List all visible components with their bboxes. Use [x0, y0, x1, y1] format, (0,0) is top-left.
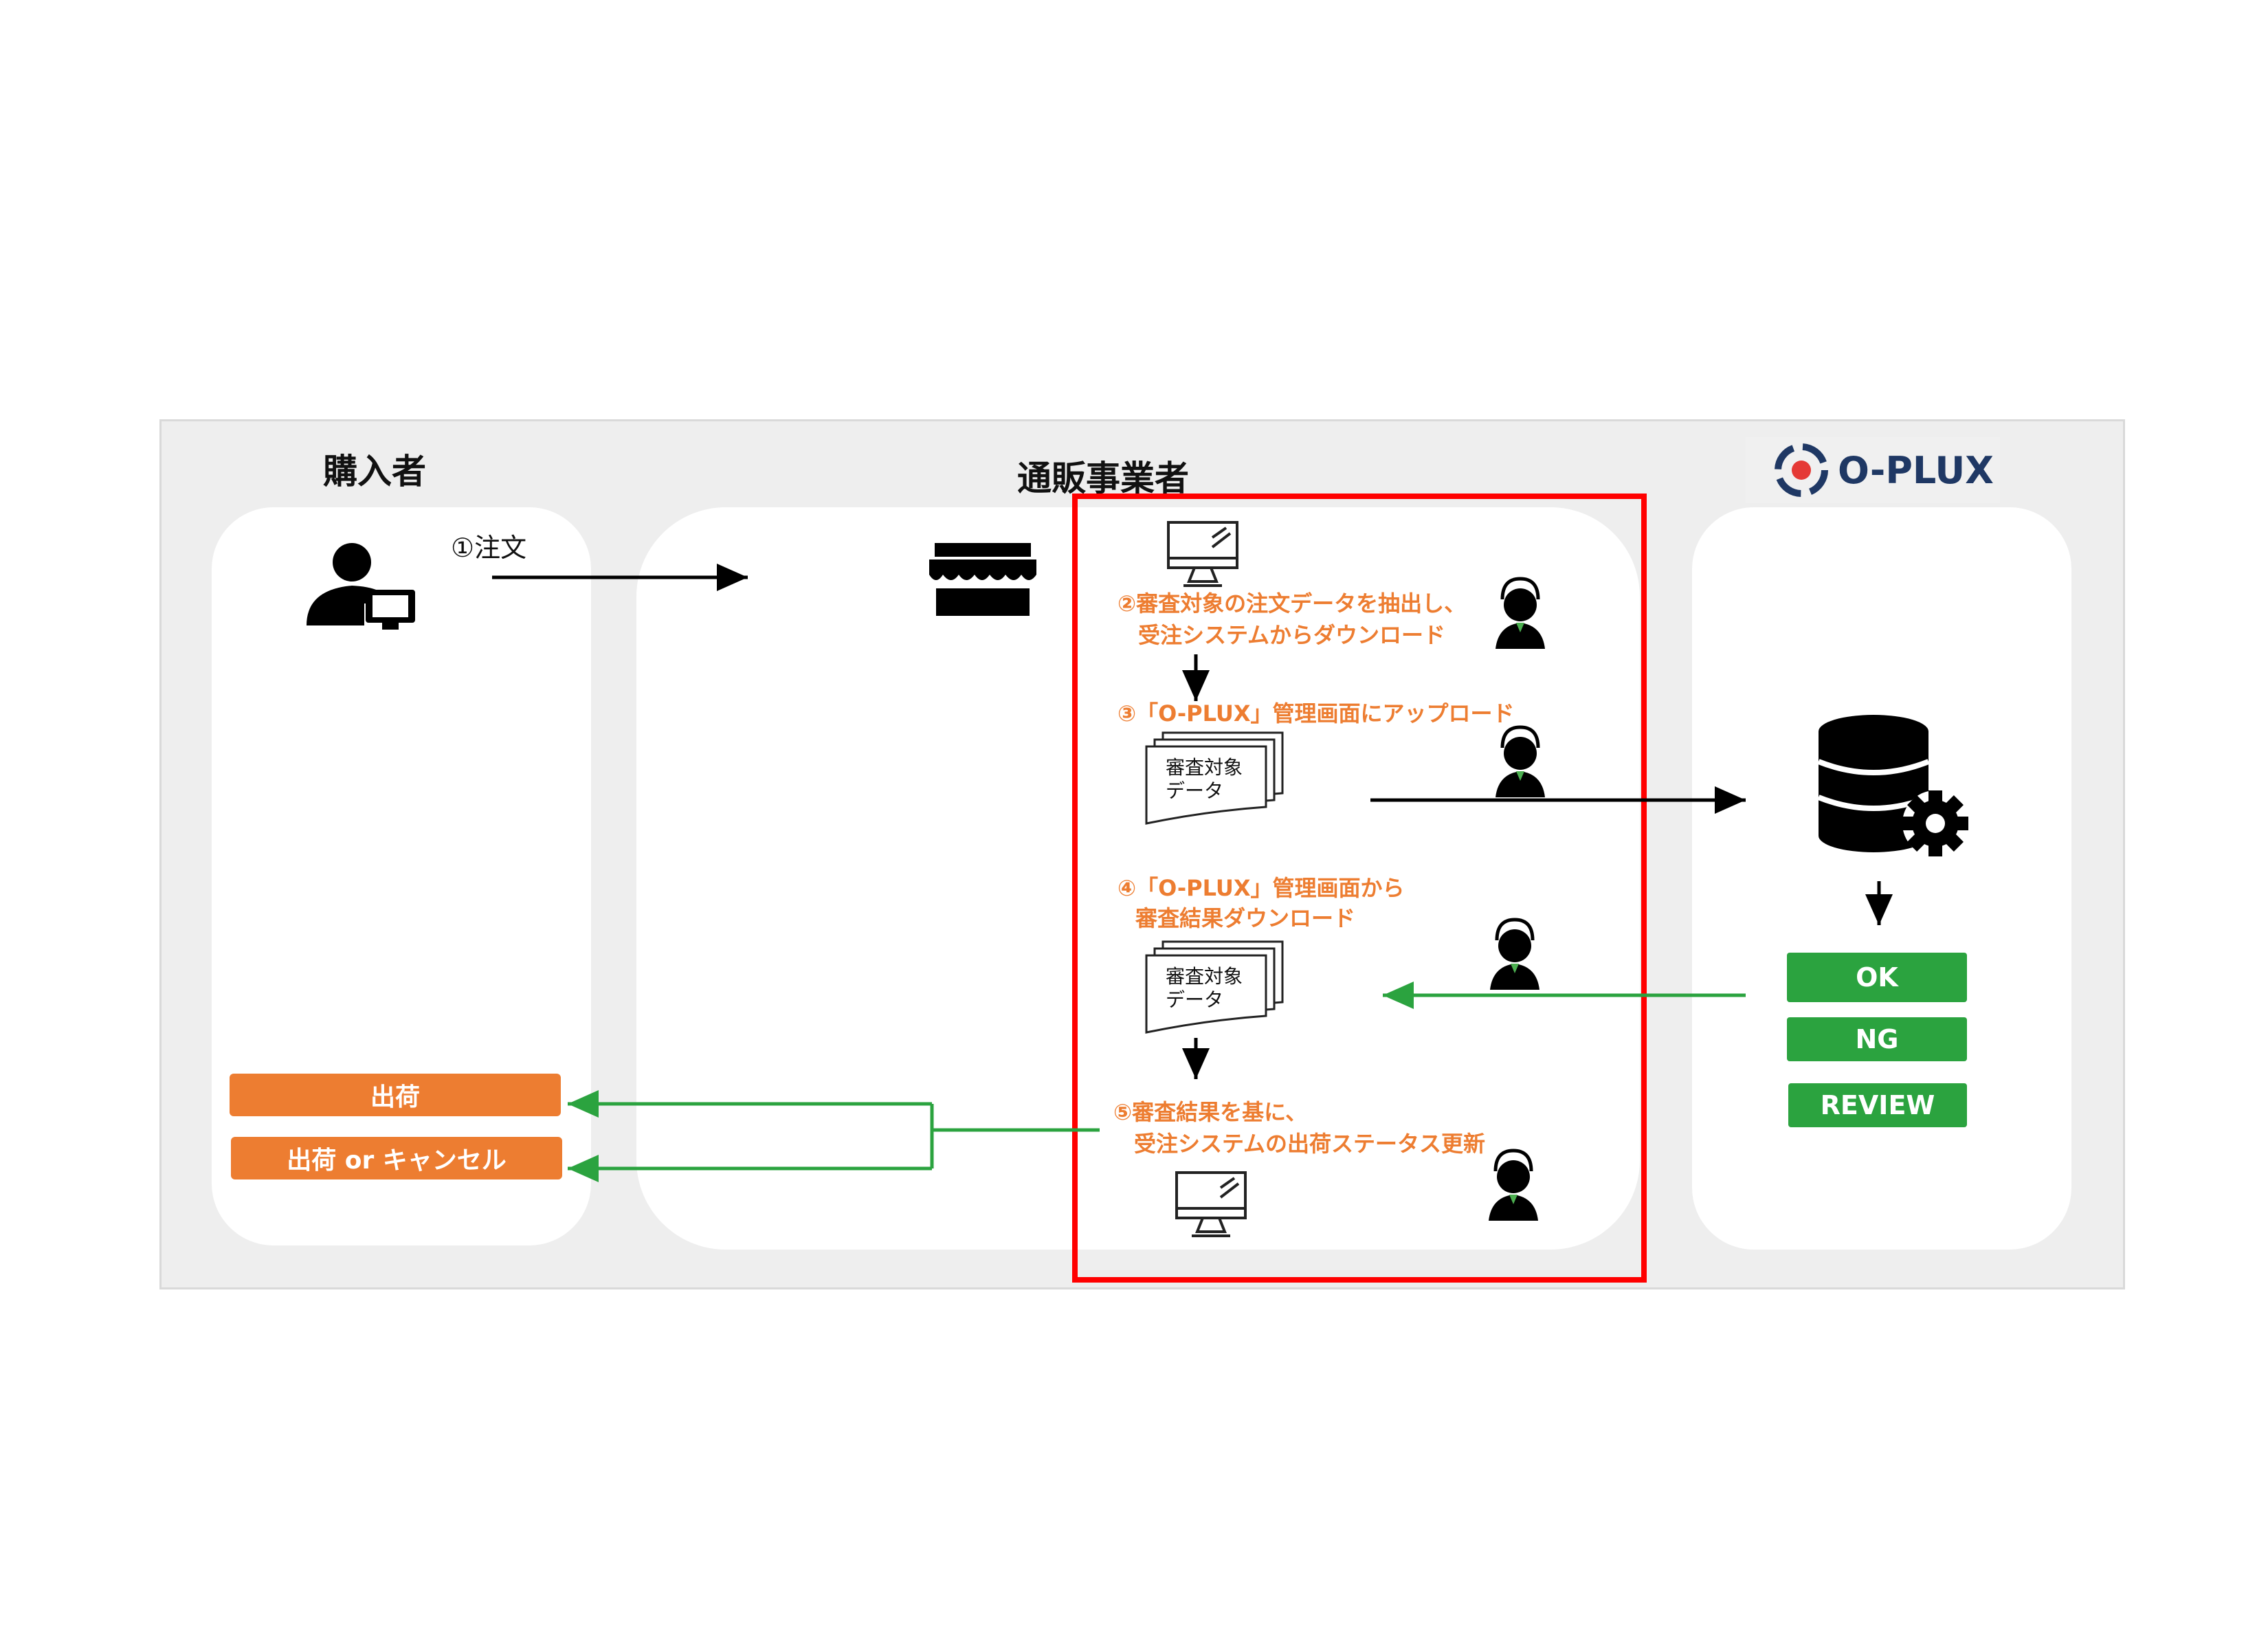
step4-line1: ④「O-PLUX」管理画面から — [1118, 875, 1405, 901]
step2-line1: ②審査対象の注文データを抽出し、 — [1118, 590, 1467, 617]
highlight-box — [1072, 494, 1647, 1283]
step3-label: ③「O-PLUX」管理画面にアップロード — [1118, 700, 1515, 727]
merchant-panel — [636, 507, 1640, 1250]
operator-icon — [1496, 725, 1545, 797]
document-stack-icon — [1145, 731, 1284, 825]
step4-line2: 審査結果ダウンロード — [1135, 905, 1356, 931]
operator-icon — [1496, 577, 1545, 649]
doc1-label-line1: 審査対象 — [1166, 756, 1243, 779]
result-ok: OK — [1787, 953, 1967, 1002]
document-stack-icon — [1145, 940, 1284, 1034]
doc1-label-line2: データ — [1166, 779, 1224, 802]
doc2-label-line2: データ — [1166, 988, 1224, 1011]
operator-icon — [1489, 1149, 1538, 1221]
store-icon — [929, 543, 1036, 616]
step2-line2: 受注システムからダウンロード — [1138, 622, 1446, 648]
monitor-icon — [1167, 521, 1238, 587]
merchant-title: 通販事業者 — [1017, 458, 1189, 498]
buyer-title: 購入者 — [323, 452, 426, 491]
order-label: ①注文 — [451, 533, 527, 563]
user-computer-icon — [307, 543, 415, 630]
step5-line1: ⑤審査結果を基に、 — [1113, 1099, 1308, 1125]
oplux-logo: O-PLUX — [1746, 437, 2000, 503]
ship-or-cancel-badge: 出荷 or キャンセル — [231, 1137, 562, 1179]
oplux-logo-icon — [1775, 443, 1828, 497]
operator-icon — [1490, 918, 1539, 990]
doc2-label-line1: 審査対象 — [1166, 965, 1243, 988]
database-gear-icon — [1817, 715, 1968, 856]
buyer-panel — [212, 507, 591, 1245]
oplux-logo-text: O-PLUX — [1838, 448, 1994, 492]
result-review: REVIEW — [1788, 1083, 1967, 1127]
monitor-icon — [1175, 1171, 1247, 1237]
result-ng: NG — [1787, 1017, 1967, 1061]
ship-badge: 出荷 — [230, 1074, 561, 1116]
step5-line2: 受注システムの出荷ステータス更新 — [1134, 1131, 1486, 1157]
status-update-arrows — [568, 1090, 1100, 1182]
